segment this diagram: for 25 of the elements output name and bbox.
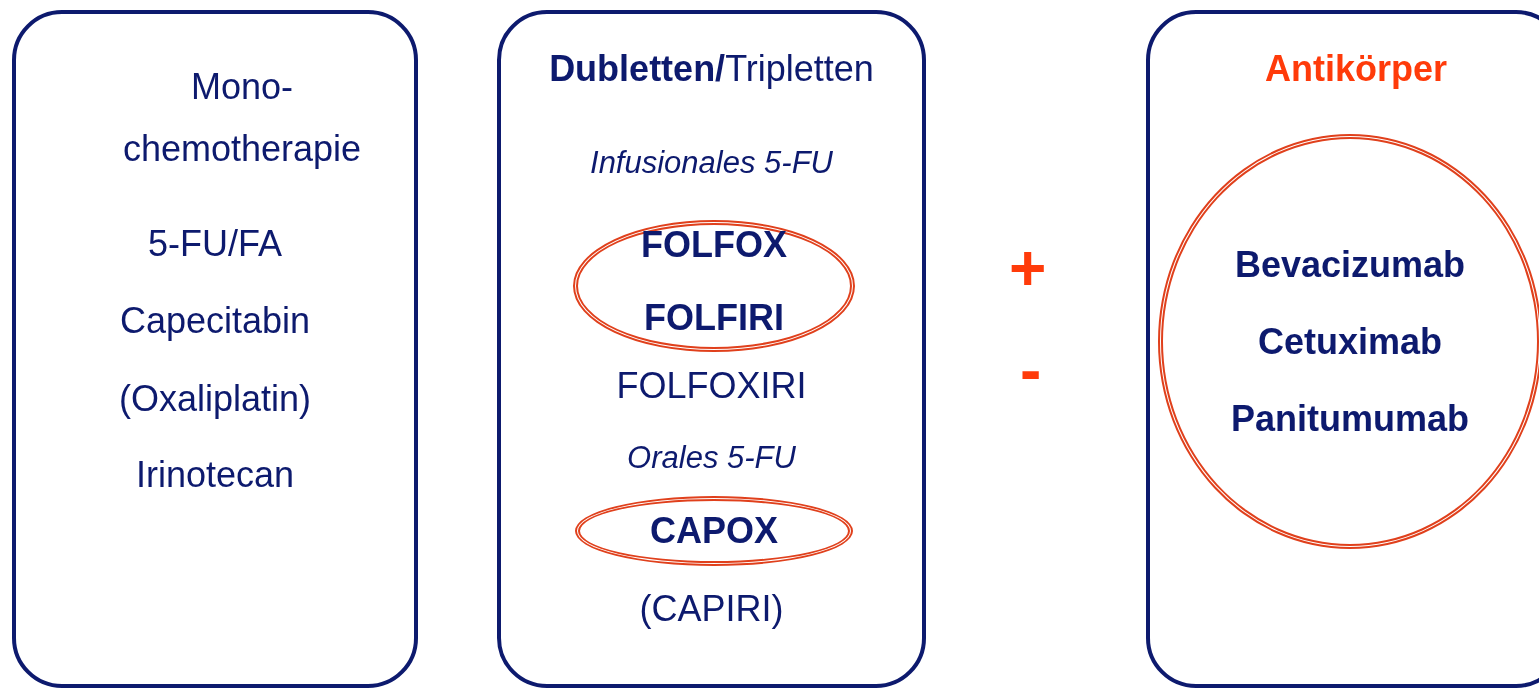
minus-sign: - xyxy=(1020,338,1042,402)
panel-heading: Antikörper xyxy=(1265,48,1447,90)
drug-name: Irinotecan xyxy=(135,454,295,496)
regimen-name: (CAPIRI) xyxy=(639,588,784,630)
highlight-ellipse xyxy=(1158,134,1539,549)
drug-name: 5-FU/FA xyxy=(148,223,282,265)
plus-sign: + xyxy=(1009,236,1047,300)
panel-heading: Mono- chemotherapie xyxy=(121,65,363,171)
category-panel xyxy=(12,10,418,688)
drug-name: Capecitabin xyxy=(119,300,311,342)
drug-name: (Oxaliplatin) xyxy=(118,378,312,420)
regimen-name: FOLFOXIRI xyxy=(616,365,807,407)
regimen-name: CAPOX xyxy=(650,510,778,552)
panel-heading: Dubletten/Tripletten xyxy=(549,48,874,90)
regimen-name: FOLFOX xyxy=(641,224,787,266)
antibody-name: Cetuximab xyxy=(1257,321,1442,363)
subheading: Infusionales 5-FU xyxy=(590,144,833,182)
category-panel xyxy=(1146,10,1539,688)
subheading: Orales 5-FU xyxy=(627,439,796,477)
regimen-name: FOLFIRI xyxy=(644,297,784,339)
highlight-ellipse xyxy=(575,496,853,566)
highlight-ellipse xyxy=(573,220,855,352)
antibody-name: Bevacizumab xyxy=(1234,244,1466,286)
category-panel xyxy=(497,10,926,688)
antibody-name: Panitumumab xyxy=(1231,398,1469,440)
